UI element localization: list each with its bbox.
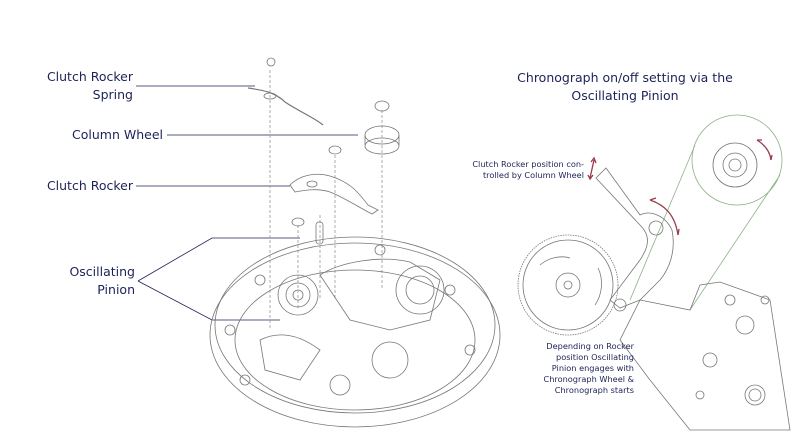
oscillating-pinion-part: [291, 217, 324, 245]
note-line: Chronograph starts: [554, 385, 634, 395]
note-line: trolled by Column Wheel: [482, 170, 584, 180]
note-clutch-rocker-position: Clutch Rocker position con- trolled by C…: [472, 159, 584, 181]
title-line: Chronograph on/off setting via the: [517, 70, 733, 85]
note-line: Chronograph Wheel &: [543, 374, 635, 384]
detail-title: Chronograph on/off setting via the Oscil…: [500, 69, 750, 105]
note-line: position Oscillating: [556, 352, 634, 362]
label-clutch-rocker: Clutch Rocker: [46, 178, 133, 193]
label-clutch-rocker-spring: Clutch Rocker Spring: [47, 68, 133, 104]
note-line: Depending on Rocker: [546, 341, 634, 351]
label-line: Pinion: [97, 282, 135, 297]
clutch-rocker-spring-part: [247, 57, 324, 126]
assembly-lines: [269, 70, 383, 330]
title-line: Oscillating Pinion: [571, 88, 679, 103]
detail-magnifier: [629, 114, 783, 311]
label-line: Oscillating: [69, 264, 135, 279]
clutch-rocker-part: [289, 145, 379, 215]
note-oscillating-pinion-engagement: Depending on Rocker position Oscillating…: [544, 341, 635, 396]
label-line: Clutch Rocker: [46, 69, 133, 84]
note-line: Pinion engages with: [551, 363, 634, 373]
label-line: Spring: [92, 87, 133, 102]
column-wheel-part: [364, 100, 400, 155]
note-line: Clutch Rocker position con-: [472, 159, 584, 169]
column-wheel-detail: [712, 142, 758, 188]
label-oscillating-pinion: Oscillating Pinion: [69, 263, 135, 299]
movement-base: [209, 236, 501, 428]
clutch-rocker-detail: [595, 167, 674, 312]
motion-arrows: [587, 139, 773, 236]
leader-lines: [136, 85, 358, 321]
label-column-wheel: Column Wheel: [72, 127, 163, 142]
mainplate-detail: [619, 281, 791, 431]
chronograph-wheel: [517, 234, 619, 336]
